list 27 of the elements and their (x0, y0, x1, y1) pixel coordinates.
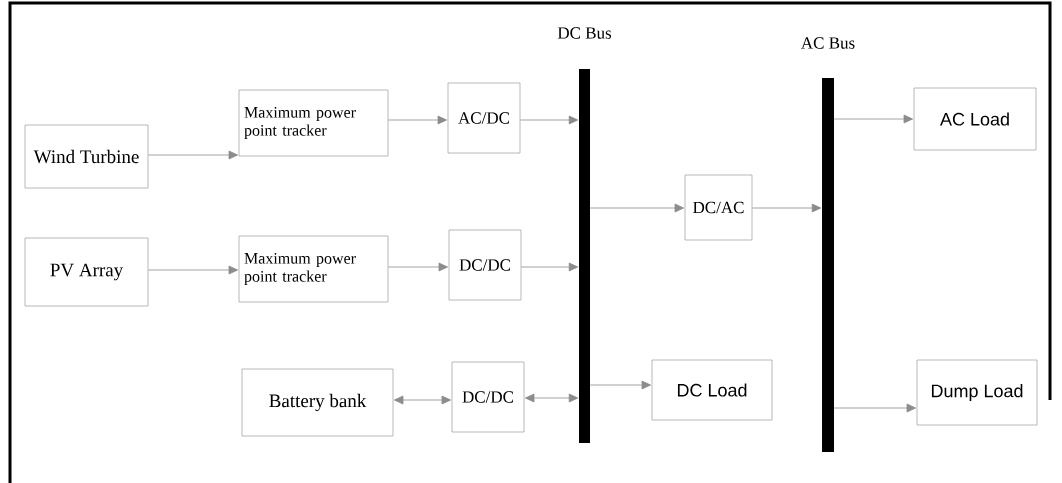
block-box: Dump Load (916, 359, 1038, 426)
block-box: AC/DC (447, 82, 521, 154)
arrow (589, 380, 652, 390)
arrow (525, 393, 579, 403)
arrow (520, 115, 579, 125)
arrow (388, 262, 449, 272)
block-box: DC/DC (451, 361, 525, 433)
arrow (394, 395, 452, 405)
arrow (589, 203, 685, 213)
arrow (752, 203, 822, 213)
arrow (833, 403, 917, 413)
block-box: DC/DC (448, 229, 522, 301)
block-box: Maximum power point tracker (238, 235, 389, 303)
arrow (833, 114, 914, 124)
arrow (521, 262, 579, 272)
block-box: DC Load (651, 359, 773, 421)
block-box: Wind Turbine (24, 124, 149, 189)
block-box: PV Array (24, 237, 149, 307)
arrow (148, 150, 239, 160)
block-box: Battery bank (241, 368, 394, 437)
arrow (148, 265, 239, 275)
block-box: AC Load (913, 87, 1037, 151)
block-box: DC/AC (684, 174, 753, 241)
block-box: Maximum power point tracker (238, 89, 389, 157)
bus-label: AC Bus (801, 37, 855, 49)
arrow (388, 115, 448, 125)
bus-label: DC Bus (557, 27, 612, 39)
